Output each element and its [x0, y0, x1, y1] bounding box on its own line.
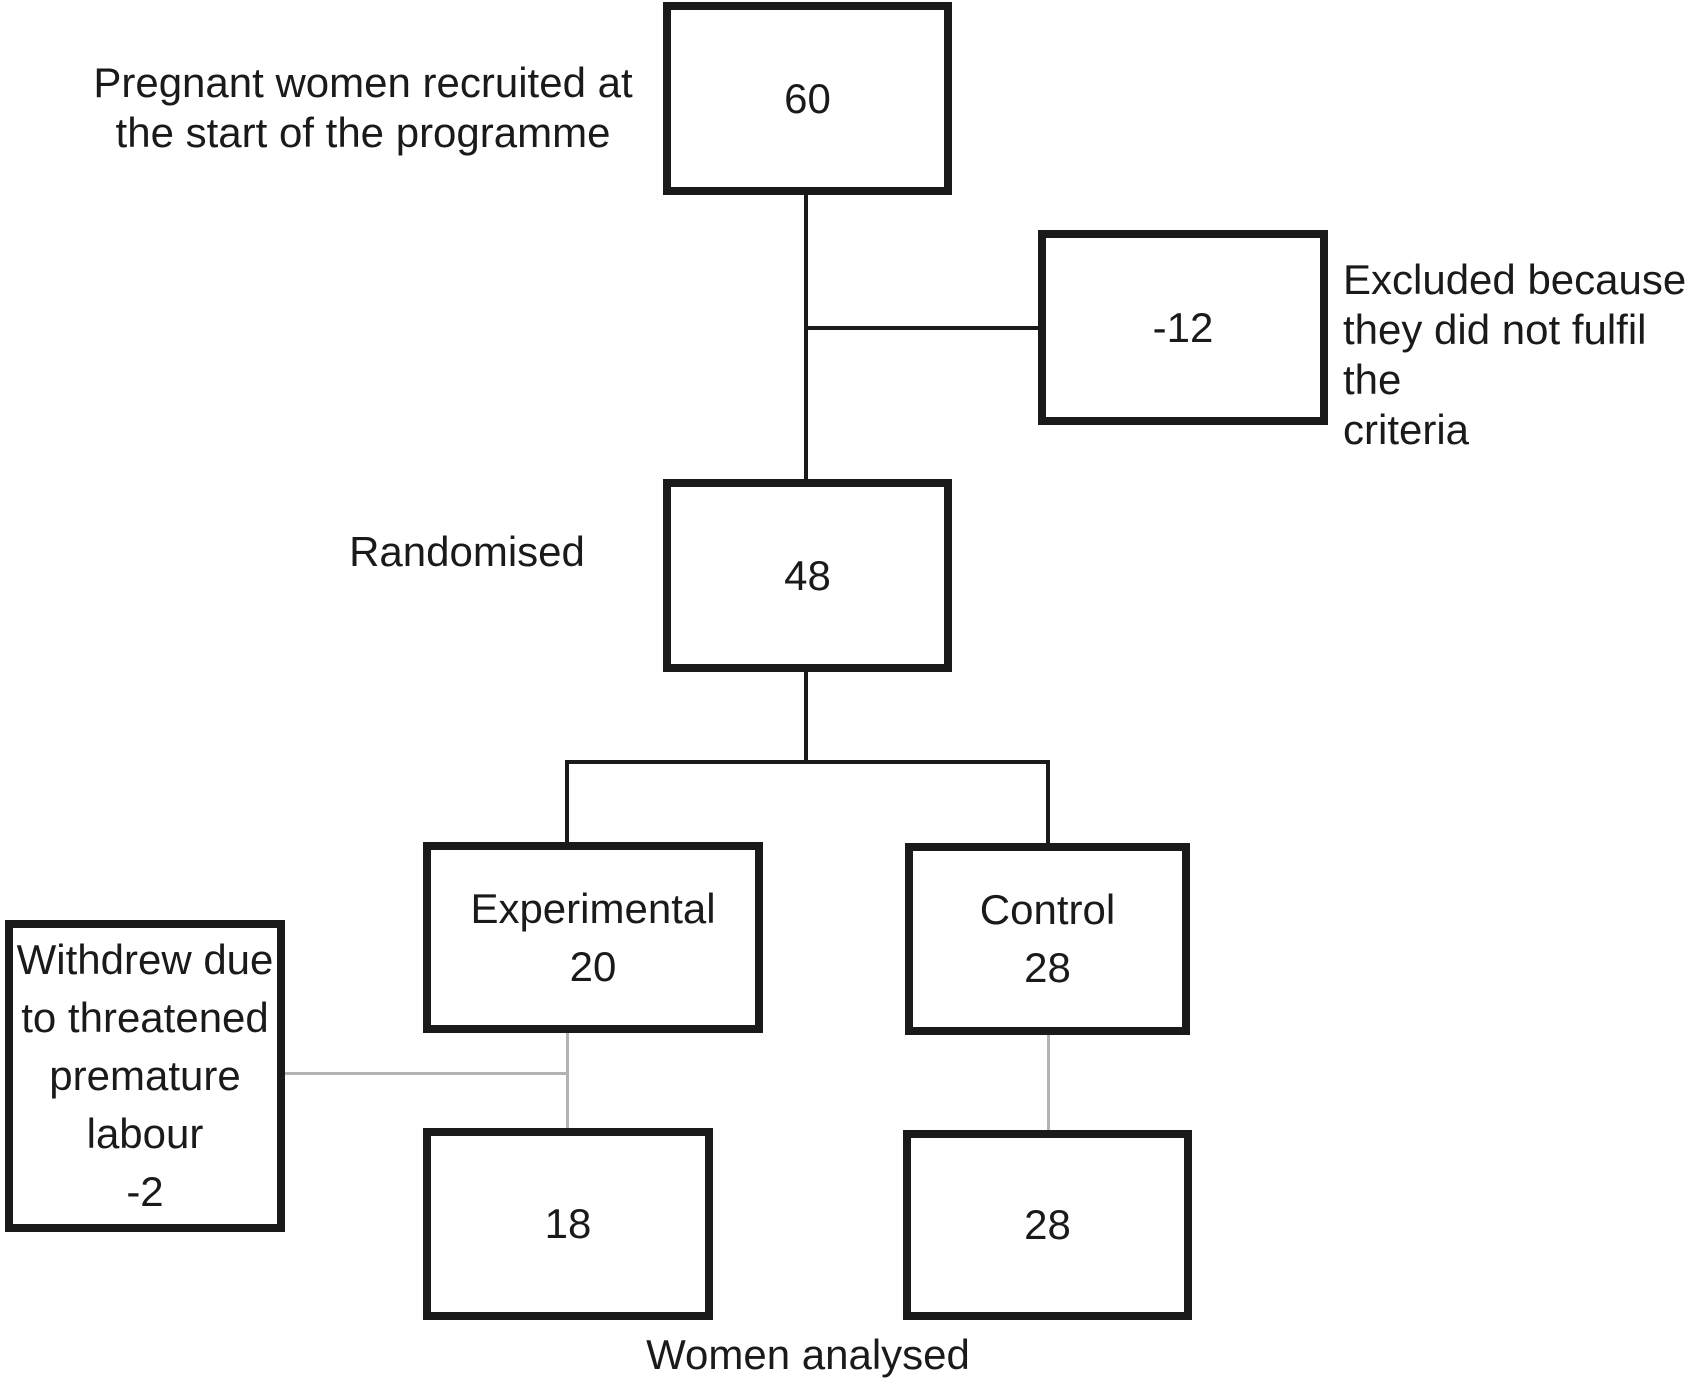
analysed-control-box: 28: [903, 1130, 1192, 1320]
connector-split-to-experimental: [565, 762, 569, 844]
control-box: Control 28: [905, 843, 1190, 1035]
analysed-experimental-count: 18: [544, 1200, 592, 1247]
connector-experimental-to-analysed: [566, 1031, 569, 1130]
excluded-box: -12: [1038, 230, 1328, 425]
connector-control-to-analysed: [1047, 1033, 1050, 1132]
experimental-box: Experimental 20: [423, 842, 763, 1033]
excluded-count: -12: [1152, 303, 1214, 351]
excluded-label: Excluded because they did not fulfil the…: [1343, 256, 1687, 453]
recruited-label: Pregnant women recruited at the start of…: [93, 59, 633, 156]
recruited-count: 60: [784, 74, 831, 122]
recruited-box: 60: [663, 2, 952, 195]
randomised-label: Randomised: [349, 528, 585, 575]
control-count: 28: [1024, 944, 1071, 991]
withdrew-box: Withdrew due to threatened premature lab…: [5, 920, 285, 1232]
control-label: Control: [979, 886, 1116, 933]
connector-randomised-to-split: [804, 670, 808, 764]
randomised-count: 48: [784, 551, 831, 599]
experimental-count: 20: [569, 942, 617, 990]
caption-women-analysed: Women analysed: [646, 1331, 970, 1378]
connector-branch-to-excluded: [806, 326, 1038, 330]
connector-split-to-control: [1046, 762, 1050, 845]
analysed-experimental-box: 18: [423, 1128, 713, 1320]
experimental-label: Experimental: [470, 884, 716, 932]
randomised-box: 48: [663, 479, 952, 672]
connector-split-horizontal: [565, 760, 1050, 764]
connector-withdrew-to-experimental-line: [283, 1072, 568, 1075]
connector-recruited-to-randomised: [804, 193, 808, 481]
analysed-control-count: 28: [1024, 1201, 1071, 1248]
withdrew-text: Withdrew due to threatened premature lab…: [16, 936, 274, 1215]
